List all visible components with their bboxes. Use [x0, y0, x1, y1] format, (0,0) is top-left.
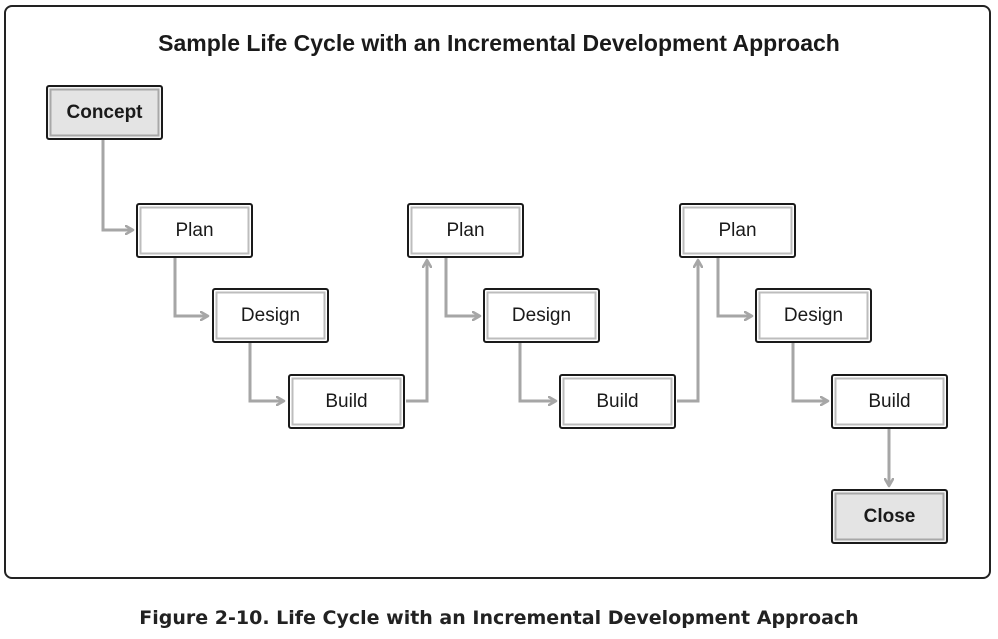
node-concept: Concept — [46, 85, 163, 140]
node-plan-2: Plan — [407, 203, 524, 258]
node-build-2: Build — [559, 374, 676, 429]
connector-design-2-to-build-2 — [518, 343, 556, 401]
connector-concept-to-plan-1 — [101, 140, 133, 230]
node-plan-3: Plan — [679, 203, 796, 258]
connector-plan-2-to-design-2 — [444, 258, 480, 316]
node-design-1: Design — [212, 288, 329, 343]
connector-design-1-to-build-1 — [248, 343, 284, 401]
connector-build-1-to-plan-2 — [406, 260, 427, 403]
node-build-1: Build — [288, 374, 405, 429]
connector-design-3-to-build-3 — [791, 343, 828, 401]
node-close: Close — [831, 489, 948, 544]
diagram-title: Sample Life Cycle with an Incremental De… — [158, 30, 840, 56]
connector-build-2-to-plan-3 — [677, 260, 698, 403]
node-plan-1: Plan — [136, 203, 253, 258]
figure-caption: Figure 2-10. Life Cycle with an Incremen… — [139, 607, 859, 629]
node-design-3: Design — [755, 288, 872, 343]
node-design-2: Design — [483, 288, 600, 343]
node-build-3: Build — [831, 374, 948, 429]
connector-plan-3-to-design-3 — [716, 258, 752, 316]
connector-plan-1-to-design-1 — [173, 258, 208, 316]
